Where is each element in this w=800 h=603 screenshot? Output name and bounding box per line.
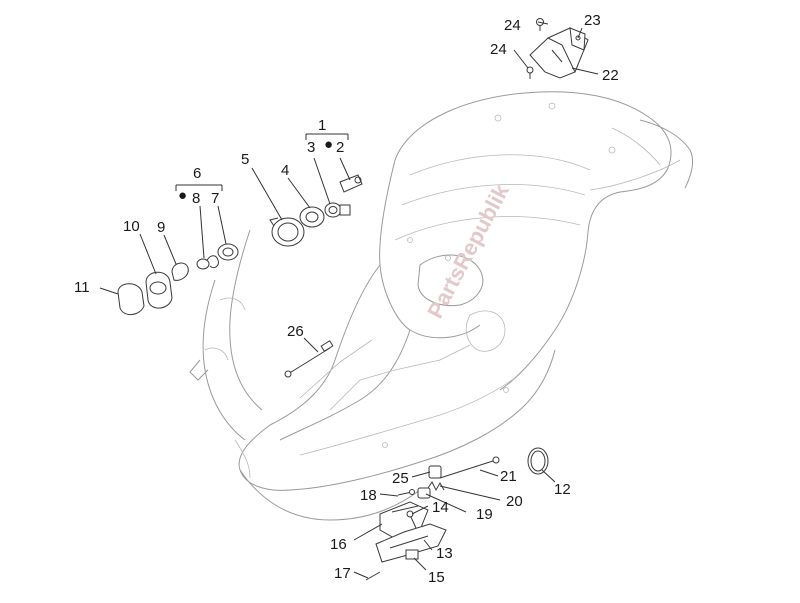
scooter-frame [189,91,693,521]
part-lock-cylinder-3 [324,202,351,218]
callout-19: 19 [476,506,493,523]
callout-labels: 1 2 ● 3 4 5 6 7 8 ● 9 10 11 12 13 14 15 … [74,12,619,586]
part-cap-11 [117,283,145,315]
callout-26: 26 [287,323,304,340]
part-screw-14 [406,510,417,529]
bullet-8: ● [178,187,187,204]
part-clip-9 [171,262,189,281]
part-spring-8 [196,255,219,270]
callout-24-top: 24 [504,17,521,34]
part-lock-housing-5 [269,217,305,247]
callout-6: 6 [193,165,201,182]
callout-20: 20 [506,493,523,510]
watermark-text: PartsRepublik [422,179,514,322]
callout-4: 4 [281,162,289,179]
callout-1: 1 [318,117,326,134]
part-pin-17 [365,571,381,581]
part-plate-13 [375,523,447,563]
bullet-2: ● [324,136,333,153]
part-lock-ring-4 [299,206,325,228]
callout-22: 22 [602,67,619,84]
callout-10: 10 [123,218,140,235]
part-screw-24b [526,66,534,79]
part-nut-19 [417,487,431,499]
leader-lines [99,21,599,579]
part-rod-21 [439,456,500,479]
part-ring-7 [217,243,239,261]
part-key-2 [339,174,363,193]
callout-5: 5 [241,151,249,168]
part-cover-10 [145,271,173,309]
callout-24-lower: 24 [490,41,507,58]
part-hinge-23 [569,27,586,51]
callout-12: 12 [554,481,571,498]
part-spring-20 [427,481,445,492]
callout-17: 17 [334,565,351,582]
part-clip-15 [405,549,419,560]
callout-8: 8 [192,190,200,207]
callout-14: 14 [432,499,449,516]
callout-15: 15 [428,569,445,586]
callout-9: 9 [157,219,165,236]
callout-2: 2 [336,139,344,156]
part-screw-24a [536,18,544,31]
part-rod-26 [284,340,334,378]
part-pin-18 [397,489,415,496]
callout-25: 25 [392,470,409,487]
callout-16: 16 [330,536,347,553]
callout-3: 3 [307,139,315,156]
callout-23: 23 [584,12,601,29]
callout-11: 11 [74,279,90,296]
part-gasket-12 [527,447,549,475]
callout-21: 21 [500,468,517,485]
part-clip-25 [428,465,442,479]
callout-18: 18 [360,487,377,504]
callout-7: 7 [211,190,219,207]
callout-13: 13 [436,545,453,562]
